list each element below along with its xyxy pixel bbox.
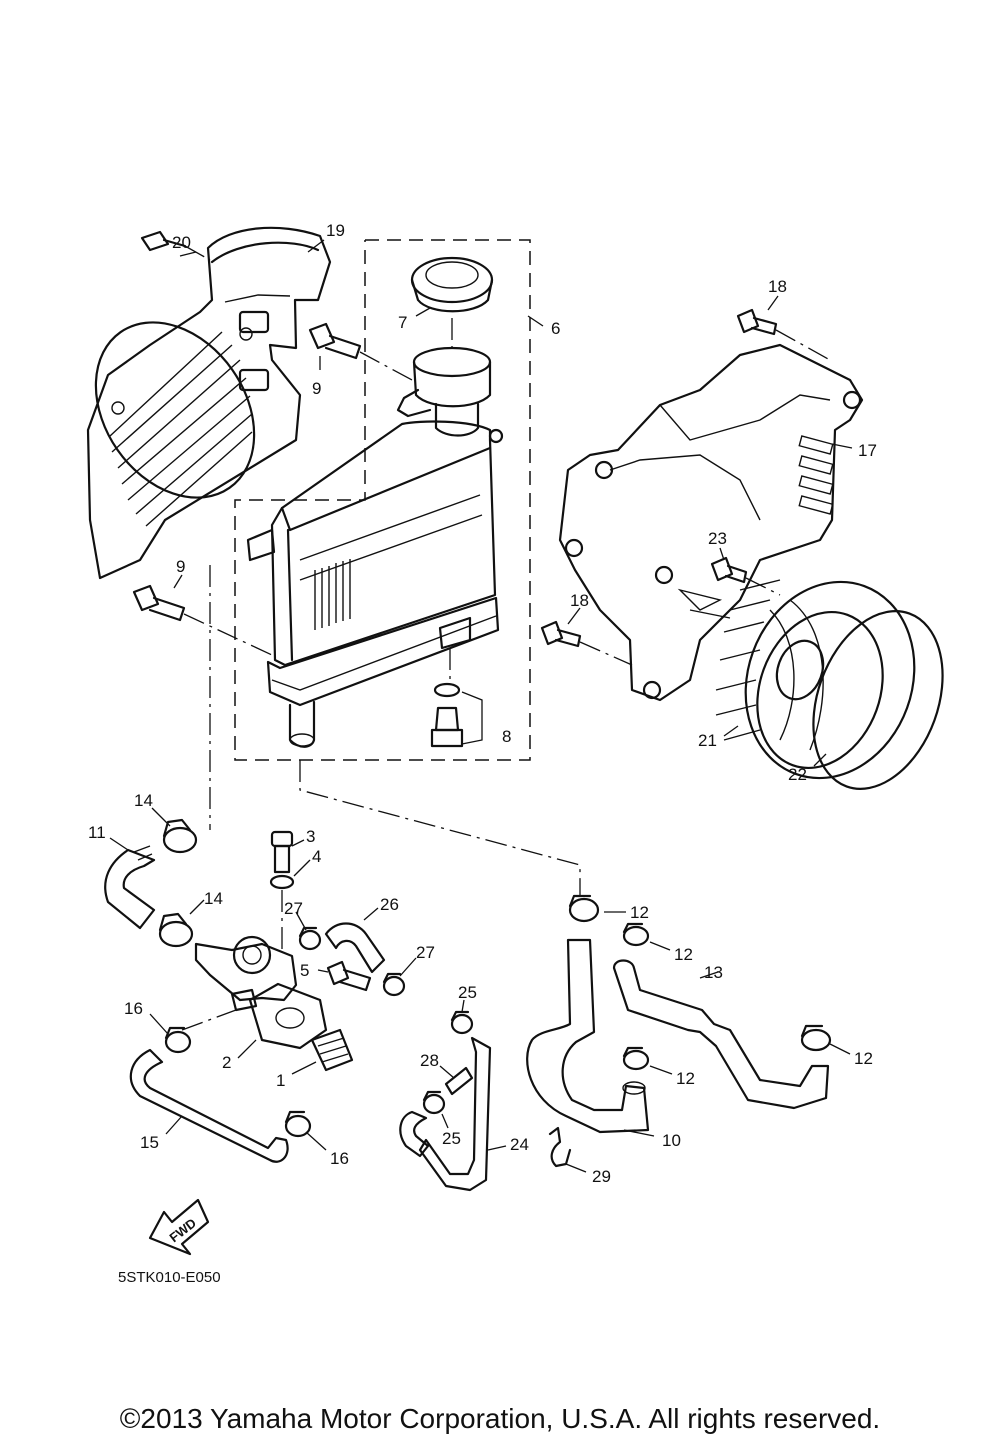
callout-21: 21 — [698, 731, 717, 750]
clamp-12-d — [800, 1024, 832, 1052]
clamp-12-a — [568, 894, 600, 923]
callout-14-lower: 14 — [204, 889, 223, 908]
shroud-screw — [140, 230, 211, 261]
hose-clamp-25-upper — [450, 1010, 474, 1035]
callout-12-d: 12 — [854, 1049, 873, 1068]
callout-12-b: 12 — [674, 945, 693, 964]
small-hose-clamp-upper — [298, 926, 322, 951]
fan-bolt — [710, 556, 781, 596]
pipe-fitting — [444, 1066, 474, 1096]
callout-4: 4 — [312, 847, 321, 866]
lower-water-hose — [129, 1048, 289, 1163]
callout-12-c: 12 — [676, 1069, 695, 1088]
callout-13: 13 — [704, 963, 723, 982]
housing-bolt — [326, 960, 372, 992]
callout-26: 26 — [380, 895, 399, 914]
hose-clamp-lower — [158, 912, 194, 948]
engine-side-cover — [558, 343, 864, 702]
clamp-12-b — [622, 922, 650, 947]
callout-20: 20 — [172, 233, 191, 252]
callout-1: 1 — [276, 1071, 285, 1090]
callout-29: 29 — [592, 1167, 611, 1186]
cover-bolt-upper — [736, 308, 831, 361]
callout-10: 10 — [662, 1131, 681, 1150]
thermostat — [310, 1028, 354, 1072]
callout-6: 6 — [551, 319, 560, 338]
housing-bolt-line — [181, 1009, 237, 1031]
thermostat-bolt — [270, 830, 294, 874]
forward-direction-arrow: FWD — [148, 1198, 210, 1256]
bypass-hose — [324, 922, 386, 974]
radiator — [246, 346, 504, 748]
callout-11: 11 — [88, 823, 106, 842]
clamp-12-c — [622, 1046, 650, 1071]
hose-clamp-16-upper — [164, 1026, 192, 1054]
callout-25-upper: 25 — [458, 983, 477, 1002]
breather-hose-short — [399, 1110, 430, 1158]
hose-clamp-16-lower — [284, 1110, 312, 1138]
callout-2: 2 — [222, 1053, 231, 1072]
callout-22: 22 — [788, 765, 807, 784]
fan-gasket-ring — [812, 610, 944, 790]
callout-23: 23 — [708, 529, 727, 548]
radiator-shroud-cover — [86, 226, 332, 580]
callout-28: 28 — [420, 1051, 439, 1070]
callout-18-lower: 18 — [570, 591, 589, 610]
diagram-code: 5STK010-E050 — [118, 1269, 221, 1286]
return-hose — [612, 959, 830, 1110]
callout-5: 5 — [300, 961, 309, 980]
hose-clamp-25-lower — [422, 1090, 446, 1115]
hose-holder-clip — [548, 1126, 572, 1168]
hose-routing-line-right — [299, 760, 581, 895]
callout-17: 17 — [858, 441, 877, 460]
callout-7: 7 — [398, 313, 407, 332]
callout-12-a: 12 — [630, 903, 649, 922]
radiator-bolt-upper — [308, 322, 413, 381]
radiator-cap — [410, 256, 494, 313]
thermostat-housing — [194, 935, 328, 1050]
callout-14-upper: 14 — [134, 791, 153, 810]
callout-8: 8 — [502, 727, 511, 746]
callout-9-lower: 9 — [176, 557, 185, 576]
outlet-hose-end — [622, 1081, 646, 1095]
radiator-inlet-hose — [104, 845, 156, 930]
leader-lines — [109, 239, 853, 1173]
callout-16-upper: 16 — [124, 999, 143, 1018]
copyright-notice: ©2013 Yamaha Motor Corporation, U.S.A. A… — [119, 1403, 881, 1434]
hose-clamp-upper — [162, 818, 198, 854]
callout-9-upper: 9 — [312, 379, 321, 398]
sealing-washer — [269, 874, 295, 890]
cooling-fan — [715, 579, 916, 780]
callout-19: 19 — [326, 221, 345, 240]
callout-27-upper: 27 — [284, 899, 303, 918]
callout-25-lower: 25 — [442, 1129, 461, 1148]
small-hose-clamp-lower — [382, 972, 406, 997]
cover-bolt-lower — [540, 620, 633, 666]
callout-15: 15 — [140, 1133, 159, 1152]
radiator-bolt-lower — [132, 584, 273, 656]
callout-27-lower: 27 — [416, 943, 435, 962]
callout-18-upper: 18 — [768, 277, 787, 296]
callout-24: 24 — [510, 1135, 529, 1154]
overflow-hose — [418, 1036, 492, 1192]
drain-bolt-set — [430, 682, 483, 748]
callout-16-lower: 16 — [330, 1149, 349, 1168]
outlet-hose — [526, 938, 650, 1134]
callout-3: 3 — [306, 827, 315, 846]
